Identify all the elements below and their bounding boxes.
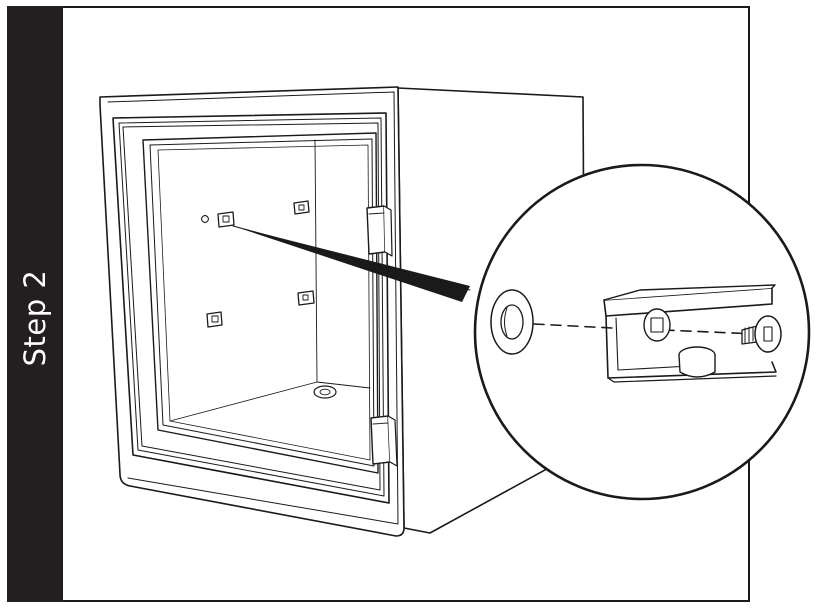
callout-pointer	[233, 226, 470, 302]
hinge-top	[366, 205, 393, 257]
shelf-clip-3	[206, 311, 223, 328]
clip-bracket	[603, 284, 777, 383]
mounting-screw	[741, 315, 782, 353]
shelf-clip-4	[297, 290, 315, 306]
callout-line	[232, 225, 471, 291]
detail-magnifier	[473, 163, 811, 501]
hinge-bottom	[370, 415, 398, 467]
screw-hole	[201, 215, 209, 223]
shelf-clip-2	[293, 200, 310, 215]
alignment-line	[533, 323, 613, 329]
step-band	[7, 6, 63, 602]
shelf-clip-1	[217, 211, 235, 228]
wall-hole	[490, 289, 534, 355]
